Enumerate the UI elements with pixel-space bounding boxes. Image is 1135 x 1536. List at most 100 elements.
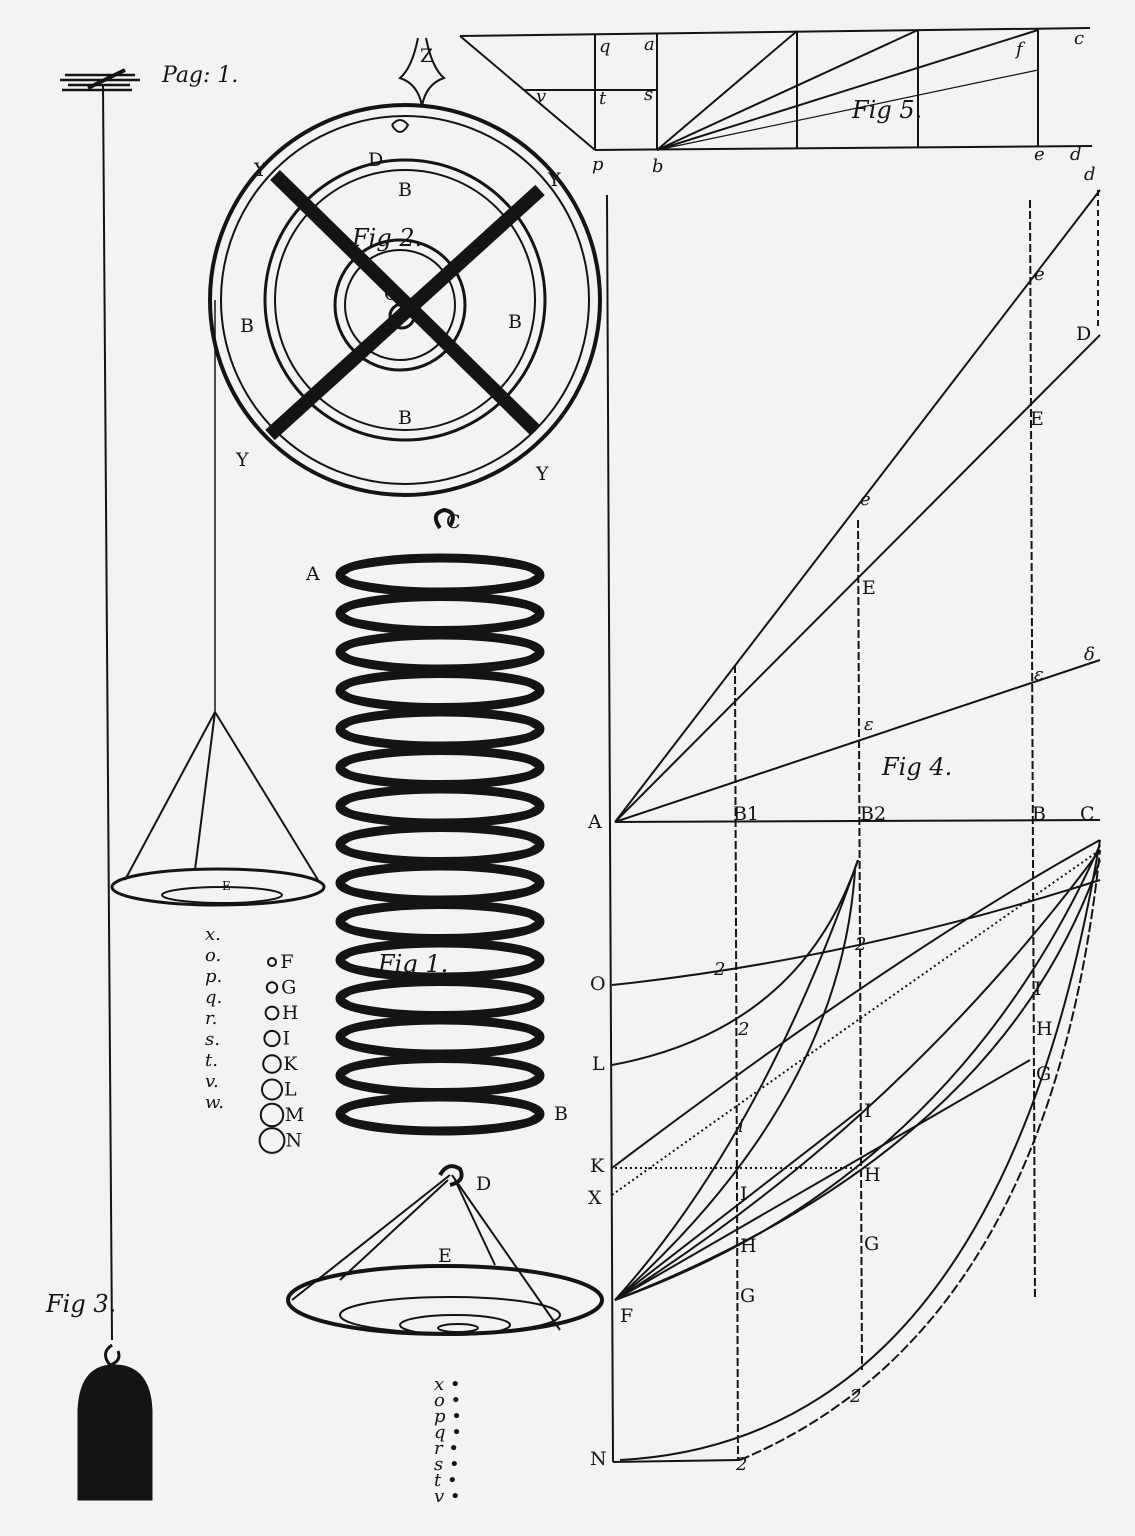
scale-mark: p • <box>434 1406 462 1427</box>
label-C-wheel: C <box>384 283 399 305</box>
spring-coil <box>335 1015 545 1059</box>
label-Y-br: Y <box>535 463 549 485</box>
scale-left: x.o.p.q.r.s.t.v.w. <box>205 924 224 1113</box>
spring-coil-highlight <box>347 1103 533 1125</box>
label-A-spring: A <box>305 563 320 585</box>
scale-mark: q • <box>434 1422 462 1443</box>
label-H-left: H <box>740 1235 757 1257</box>
fig4-caption: Fig 4. <box>881 753 952 781</box>
label-e-top: e <box>1034 264 1045 285</box>
spring-coil-highlight <box>347 679 533 702</box>
label-2-n1: 2 <box>735 1454 747 1475</box>
spring-coil-highlight <box>347 1026 533 1048</box>
spring-coil <box>335 1054 545 1097</box>
scale-mark: s • <box>434 1454 460 1475</box>
spring-coil <box>335 707 545 751</box>
scale-mark: t. <box>205 1050 218 1071</box>
label-C-spring: C <box>446 511 461 533</box>
page-label: Pag: 1. <box>161 63 238 88</box>
scale-bottom: x •o •p •q •r •s •t •v • <box>434 1374 462 1507</box>
weight-circle <box>258 1127 286 1154</box>
weight-circle <box>263 1029 281 1048</box>
scale-mark: s. <box>205 1029 220 1050</box>
label-delta: δ <box>1084 644 1095 665</box>
label-2-o1: 2 <box>713 959 725 980</box>
label-H-right: H <box>1036 1018 1053 1040</box>
scale-mark: w. <box>205 1092 224 1113</box>
fig1-caption: Fig 1. <box>377 950 448 978</box>
fig1-spring <box>335 553 545 1136</box>
label-A: A <box>587 811 602 833</box>
label-b: b <box>652 156 664 177</box>
spring-coil-highlight <box>347 872 533 894</box>
label-L: L <box>592 1053 605 1075</box>
label-i: i <box>738 1116 744 1137</box>
label-K: K <box>590 1155 605 1177</box>
label-Y-bl: Y <box>235 449 249 471</box>
weight-circle <box>265 981 279 994</box>
weight-label: N <box>285 1130 302 1152</box>
label-Z: Z <box>420 45 433 67</box>
label-2-l: 2 <box>737 1019 749 1040</box>
label-s: s <box>644 84 653 105</box>
scale-mark: v • <box>434 1486 461 1507</box>
label-F: F <box>620 1305 633 1327</box>
spring-coil-highlight <box>347 564 533 586</box>
spring-coil <box>335 861 545 905</box>
weight-label: L <box>284 1079 297 1101</box>
fig4-geometry <box>606 189 1101 1463</box>
weight-label: H <box>282 1002 299 1024</box>
weight-label: I <box>283 1028 291 1050</box>
label-B: B <box>1032 803 1046 825</box>
spring-coil-highlight <box>347 602 533 625</box>
weight-circle <box>261 1078 283 1101</box>
spring-coil <box>335 1092 545 1136</box>
spring-coil-highlight <box>347 949 533 971</box>
spring-coil-highlight <box>347 718 533 740</box>
label-B-right: B <box>508 311 522 333</box>
label-a: a <box>644 34 655 55</box>
spring-coil <box>335 592 545 635</box>
fig3-caption: Fig 3. <box>45 1290 116 1318</box>
label-O: O <box>590 973 606 995</box>
fig5-caption: Fig 5. <box>851 96 922 124</box>
label-epsilon-mid: ε <box>864 714 874 735</box>
scale-mark: p. <box>205 966 222 987</box>
weight-label: G <box>281 977 296 999</box>
label-Y-tr: Y <box>547 169 561 191</box>
fig1-labels: C A B D E Fig 1. <box>305 511 568 1267</box>
spring-coil-highlight <box>347 641 533 663</box>
label-d: d <box>1070 144 1082 165</box>
spring-coil-highlight <box>347 910 533 933</box>
label-I-mid: I <box>864 1100 872 1122</box>
scale-mark: o • <box>434 1390 461 1411</box>
fig2-labels: Z D B B B B Y Y Y Y C Fig 2. <box>235 45 561 485</box>
label-2-o2: 2 <box>854 934 866 955</box>
label-H-mid: H <box>864 1164 881 1186</box>
label-I-left: I <box>740 1183 748 1205</box>
fig4-labels: d e D E e E ε δ ε Fig 4. A B1 B2 B C O 2… <box>587 164 1096 1475</box>
spring-coil <box>335 746 545 789</box>
label-B-spring: B <box>554 1103 568 1125</box>
scale-mark: t • <box>434 1470 458 1491</box>
label-D: D <box>1076 323 1091 345</box>
weight-circle <box>267 957 277 967</box>
label-G-right: G <box>1036 1063 1051 1085</box>
label-E-small-pan: E <box>222 879 231 893</box>
scale-mark: q. <box>205 987 222 1008</box>
weight-label: M <box>285 1104 304 1126</box>
small-scale-pan <box>110 300 326 907</box>
scale-mark: v. <box>205 1071 219 1092</box>
label-C: C <box>1080 803 1095 825</box>
weight-circle <box>264 1005 280 1021</box>
label-I-right: I <box>1034 978 1042 1000</box>
label-B-bottom: B <box>398 407 412 429</box>
label-D-wheel: D <box>368 149 383 171</box>
spring-coil <box>335 630 545 674</box>
scale-mark: x. <box>205 924 221 945</box>
spring-coil <box>335 553 545 597</box>
label-e: e <box>1034 144 1045 165</box>
fig1-pan <box>286 507 604 1336</box>
label-E-pan: E <box>438 1245 452 1267</box>
